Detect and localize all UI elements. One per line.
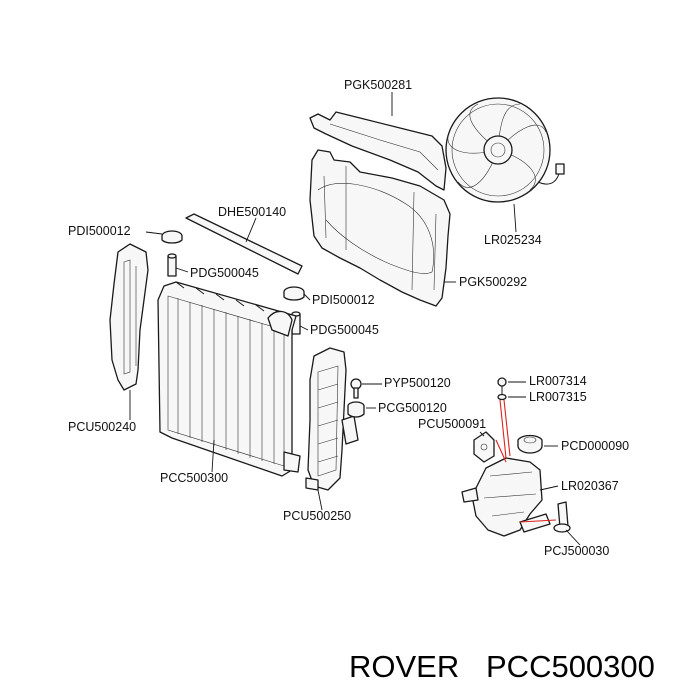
- side-bracket-left: [109, 243, 149, 391]
- label-pdi500012-b: PDI500012: [312, 293, 375, 307]
- expansion-tank: [461, 457, 551, 537]
- label-lr007315: LR007315: [529, 390, 587, 404]
- label-pgk500292: PGK500292: [459, 275, 527, 289]
- label-pcu500250: PCU500250: [283, 509, 351, 523]
- label-lr020367: LR020367: [561, 479, 619, 493]
- label-pdi500012-a: PDI500012: [68, 224, 131, 238]
- label-pcg500120: PCG500120: [378, 401, 447, 415]
- label-dhe500140: DHE500140: [218, 205, 286, 219]
- label-pcc500300: PCC500300: [160, 471, 228, 485]
- part-labels: PGK500281 LR025234 DHE500140 PDI500012 P…: [68, 78, 629, 558]
- label-pcj500030: PCJ500030: [544, 544, 609, 558]
- seal-strip: [185, 213, 303, 275]
- label-pdg500045-a: PDG500045: [190, 266, 259, 280]
- label-pyp500120: PYP500120: [384, 376, 451, 390]
- label-pcu500240: PCU500240: [68, 420, 136, 434]
- cooling-fan: [445, 97, 565, 203]
- footer-caption: ROVER PCC500300: [349, 649, 655, 684]
- label-pcd000090: PCD000090: [561, 439, 629, 453]
- mount-rubber-b: [283, 286, 305, 301]
- label-lr007314: LR007314: [529, 374, 587, 388]
- radiator-core: [157, 281, 301, 477]
- hose-clip: [553, 501, 571, 533]
- label-pdg500045-b: PDG500045: [310, 323, 379, 337]
- side-bracket-right: [305, 347, 359, 491]
- screw-lr007314: [497, 377, 507, 394]
- bush-a: [167, 253, 177, 277]
- label-pgk500281: PGK500281: [344, 78, 412, 92]
- leader-lines: [129, 92, 581, 546]
- label-lr025234: LR025234: [484, 233, 542, 247]
- bracket-pcu500091: [473, 431, 495, 463]
- filler-cap: [517, 434, 543, 454]
- part-number: PCC500300: [486, 649, 655, 684]
- fan-shroud-lower: [309, 149, 451, 307]
- bolt-pyp: [350, 378, 362, 399]
- washer-lr007315: [497, 393, 507, 401]
- fan-shroud-upper: [309, 111, 447, 191]
- assembly-lines: [495, 399, 557, 523]
- label-pcu500091: PCU500091: [418, 417, 486, 431]
- brand-name: ROVER: [349, 649, 459, 684]
- grommet-pcg: [347, 401, 365, 418]
- mount-rubber-a: [161, 230, 183, 244]
